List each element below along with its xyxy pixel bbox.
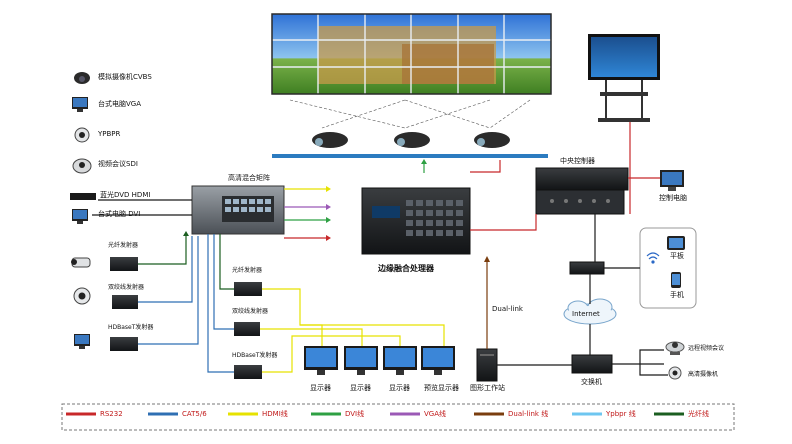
phone-label: 手机 — [670, 291, 684, 299]
workstation-label: 图形工作站 — [470, 384, 505, 392]
monitor-icon — [344, 346, 378, 375]
monitor-label: 显示器 — [310, 384, 331, 392]
source-ypbpr-label: YPBPR — [98, 130, 121, 138]
monitor-label: 显示器 — [350, 384, 371, 392]
dome-camera-icon — [74, 72, 90, 84]
twisted-tx-left-label: 双绞线发射器 — [108, 284, 145, 291]
phone-icon — [671, 272, 681, 288]
legend-duallink: Dual-link 线 — [508, 410, 549, 418]
control-pc-icon — [660, 170, 684, 191]
source-hdmi-label: 蓝光DVD HDMI — [100, 191, 151, 199]
monitor-label: 预览显示器 — [424, 384, 459, 392]
processor-label: 边缘融合处理器 — [378, 264, 434, 273]
controller-label: 中央控制器 — [560, 157, 595, 165]
remote-vc-label: 远程视频会议 — [688, 345, 725, 352]
monitor-icon — [304, 346, 338, 375]
legend-hdmi: HDMI线 — [262, 410, 288, 418]
monitor-group — [304, 346, 455, 375]
projector-icon — [312, 132, 348, 148]
legend-dvi: DVI线 — [345, 410, 365, 418]
tablet-label: 平板 — [670, 252, 684, 260]
legend-vga: VGA线 — [424, 410, 447, 418]
up-arrow-icon — [421, 159, 427, 173]
projector-beams — [289, 99, 531, 129]
graphic-workstation-icon — [476, 348, 498, 382]
legend-cat: CAT5/6 — [182, 410, 207, 418]
monitor-icon — [383, 346, 417, 375]
fiber-transmitter-mid — [234, 282, 262, 296]
video-conference-camera-icon — [72, 158, 92, 174]
internet-cloud-icon — [563, 298, 617, 325]
blend-signal-bar — [272, 154, 548, 158]
internet-label: Internet — [572, 310, 600, 318]
hdbaset-transmitter-left — [110, 337, 138, 351]
video-wall — [271, 13, 552, 95]
twisted-transmitter-mid — [234, 322, 260, 336]
legend-box — [61, 403, 735, 431]
control-pc-label: 控制电脑 — [659, 194, 687, 202]
switch-label: 交换机 — [581, 378, 602, 386]
camera-icon — [74, 127, 90, 143]
legend-fiber: 光纤线 — [688, 410, 709, 418]
touch-screen-stand-icon — [588, 34, 660, 122]
source-vga-label: 台式电脑VGA — [98, 100, 142, 108]
monitor-label: 显示器 — [389, 384, 410, 392]
ptz-camera-icon — [73, 287, 91, 305]
hdbaset-tx-mid-label: HDBaseT发射器 — [232, 352, 278, 359]
source-cvbs-label: 模拟摄像机CVBS — [98, 73, 152, 81]
bullet-camera-icon — [71, 257, 91, 268]
desktop-pc-icon — [74, 334, 90, 349]
source-sdi-label: 视频会议SDI — [98, 160, 138, 168]
twisted-tx-mid-label: 双绞线发射器 — [232, 308, 269, 315]
edge-blending-processor — [361, 187, 471, 255]
desktop-pc-icon — [72, 97, 88, 112]
bluray-player-icon — [70, 193, 96, 200]
matrix-label: 高清混合矩阵 — [228, 174, 270, 182]
remote-camera-label: 高清摄像机 — [688, 371, 719, 378]
hd-hybrid-matrix — [191, 185, 285, 235]
hdbaset-transmitter-mid — [234, 365, 262, 379]
network-switch-top — [569, 261, 605, 275]
connection-lines — [92, 122, 668, 376]
arrow-heads — [183, 186, 490, 262]
fiber-transmitter-left — [110, 257, 138, 271]
central-controller — [535, 167, 629, 215]
source-dvi-label: 台式电脑 DVI — [98, 210, 141, 218]
hd-camera-icon — [668, 366, 682, 380]
tablet-icon — [667, 236, 685, 250]
legend-rs232: RS232 — [100, 410, 123, 418]
fiber-tx-left-label: 光纤发射器 — [108, 242, 139, 249]
monitor-icon — [421, 346, 455, 375]
dual-link-label: Dual-link — [492, 305, 523, 313]
wifi-icon — [646, 252, 660, 264]
legend-ypbpr: Ypbpr 线 — [606, 410, 636, 418]
network-switch-bottom — [571, 354, 613, 374]
desktop-pc-icon — [72, 209, 88, 224]
projector-icon — [474, 132, 510, 148]
fiber-tx-mid-label: 光纤发射器 — [232, 267, 263, 274]
twisted-transmitter-left — [112, 295, 138, 309]
remote-vc-camera-icon — [665, 341, 685, 355]
projector-icon — [394, 132, 430, 148]
hdbaset-tx-left-label: HDBaseT发射器 — [108, 324, 154, 331]
